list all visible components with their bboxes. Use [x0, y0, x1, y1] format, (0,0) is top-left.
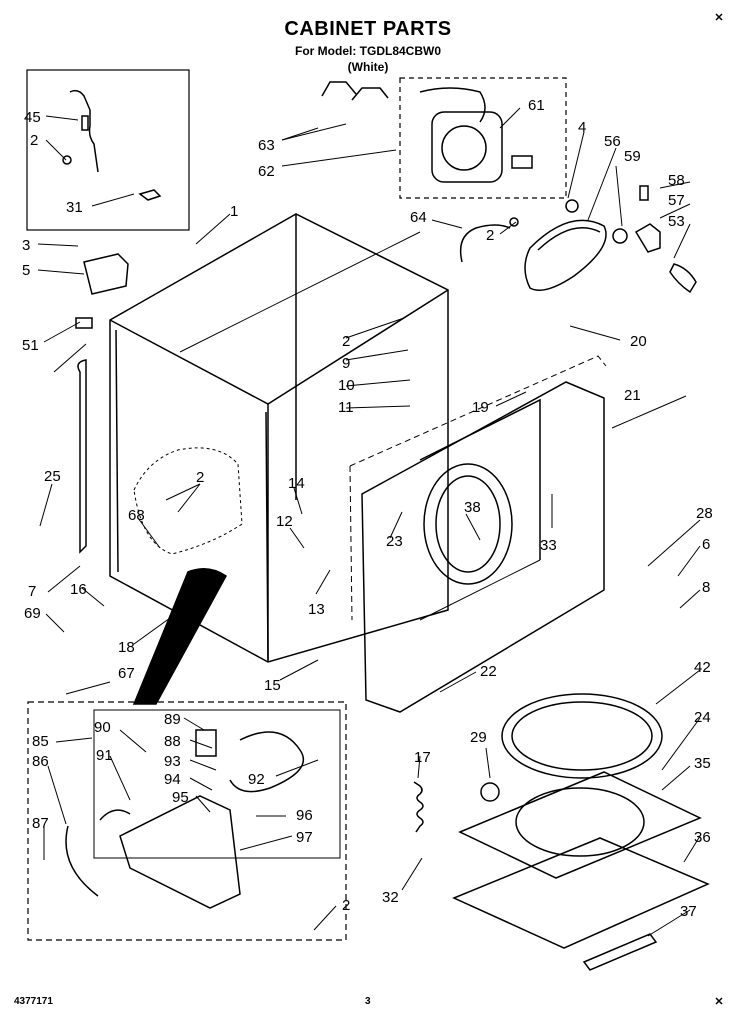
callout-53: 53	[668, 213, 685, 230]
callout-24: 24	[694, 709, 711, 726]
side-strip	[77, 359, 87, 554]
callout-93: 93	[164, 753, 181, 770]
callout-18: 18	[118, 639, 135, 656]
callout-5: 5	[22, 262, 30, 279]
drive-belt	[524, 219, 607, 291]
callout-92: 92	[248, 771, 265, 788]
toe-panel	[582, 933, 658, 971]
callout-2: 2	[342, 333, 350, 350]
callout-90: 90	[94, 719, 111, 736]
callout-20: 20	[630, 333, 647, 350]
callout-69: 69	[24, 605, 41, 622]
corner-marks	[715, 13, 723, 1005]
bulkhead	[458, 771, 702, 879]
callout-8: 8	[702, 579, 710, 596]
callout-61: 61	[528, 97, 545, 114]
callout-58: 58	[668, 172, 685, 189]
callout-57: 57	[668, 192, 685, 209]
callout-64: 64	[410, 209, 427, 226]
callout-88: 88	[164, 733, 181, 750]
callout-68: 68	[128, 507, 145, 524]
drum-seal	[501, 693, 663, 779]
motor-assembly	[419, 87, 579, 213]
callout-16: 16	[70, 581, 87, 598]
callout-3: 3	[22, 237, 30, 254]
page-number: 3	[365, 996, 371, 1007]
callout-23: 23	[386, 533, 403, 550]
power-cord-inset-box	[26, 69, 190, 231]
callout-25: 25	[44, 468, 61, 485]
callout-15: 15	[264, 677, 281, 694]
power-cord-part	[62, 89, 162, 201]
callout-14: 14	[288, 475, 305, 492]
callout-29: 29	[470, 729, 487, 746]
callout-85: 85	[32, 733, 49, 750]
callout-51: 51	[22, 337, 39, 354]
burner-inner-box	[93, 709, 341, 859]
callout-6: 6	[702, 536, 710, 553]
base-panel	[452, 837, 710, 949]
callout-62: 62	[258, 163, 275, 180]
callout-91: 91	[96, 747, 113, 764]
callout-11: 11	[338, 399, 354, 416]
callout-59: 59	[624, 148, 641, 165]
callout-7: 7	[28, 583, 36, 600]
callout-36: 36	[694, 829, 711, 846]
spring-part	[413, 781, 424, 833]
callout-56: 56	[604, 133, 621, 150]
callout-95: 95	[172, 789, 189, 806]
callout-35: 35	[694, 755, 711, 772]
motor-dashed-box	[399, 77, 567, 199]
callout-89: 89	[164, 711, 181, 728]
document-number: 4377171	[14, 996, 53, 1007]
callout-28: 28	[696, 505, 713, 522]
callout-37: 37	[680, 903, 697, 920]
burner-assembly	[65, 729, 305, 909]
cabinet-frame	[109, 213, 449, 663]
burner-dashed-box	[27, 701, 347, 941]
idler-parts	[612, 185, 697, 294]
callout-2: 2	[196, 469, 204, 486]
callout-97: 97	[296, 829, 313, 846]
callout-94: 94	[164, 771, 181, 788]
motor-brackets	[321, 81, 389, 101]
callout-67: 67	[118, 665, 135, 682]
callout-4: 4	[578, 119, 586, 136]
callout-22: 22	[480, 663, 497, 680]
callout-12: 12	[276, 513, 293, 530]
callout-31: 31	[66, 199, 83, 216]
callout-1: 1	[230, 203, 238, 220]
callout-63: 63	[258, 137, 275, 154]
cabinet-side-panel-cutout	[133, 447, 243, 555]
callout-13: 13	[308, 601, 325, 618]
callout-2: 2	[30, 132, 38, 149]
color-line: (White)	[347, 60, 389, 74]
callout-38: 38	[464, 499, 481, 516]
callout-33: 33	[540, 537, 557, 554]
front-panel	[349, 355, 607, 713]
callout-2: 2	[486, 227, 494, 244]
foot-pad	[480, 782, 500, 802]
callout-2: 2	[342, 897, 350, 914]
callout-19: 19	[472, 399, 489, 416]
callout-96: 96	[296, 807, 313, 824]
ground-wire	[459, 217, 519, 263]
callout-32: 32	[382, 889, 399, 906]
callout-45: 45	[24, 109, 41, 126]
callout-9: 9	[342, 355, 350, 372]
callout-21: 21	[624, 387, 641, 404]
callout-87: 87	[32, 815, 49, 832]
exhaust-duct	[132, 568, 227, 705]
leader-lines	[37, 107, 701, 937]
callout-10: 10	[338, 377, 355, 394]
model-line: For Model: TGDL84CBW0	[295, 44, 441, 58]
callout-42: 42	[694, 659, 711, 676]
page-title: CABINET PARTS	[284, 18, 452, 40]
callout-17: 17	[414, 749, 431, 766]
callout-86: 86	[32, 753, 49, 770]
